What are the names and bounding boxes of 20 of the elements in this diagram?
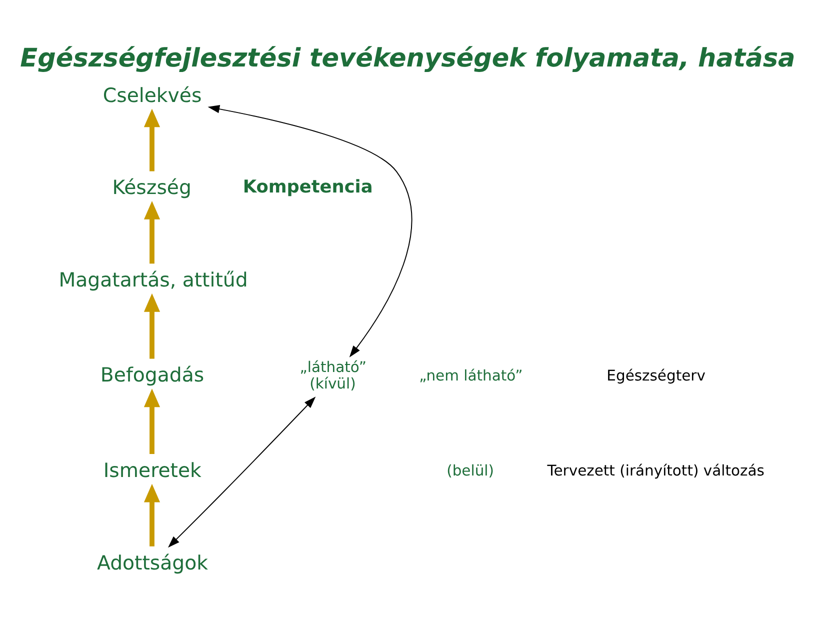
arrow — [208, 104, 412, 357]
node-text: Készség — [112, 176, 192, 199]
label: Egészségterv — [606, 366, 706, 384]
arrow — [144, 200, 160, 264]
node-text: Adottságok — [97, 550, 208, 574]
label: (belül) — [446, 462, 494, 480]
node-text: Cselekvés — [102, 83, 202, 106]
arrow — [144, 483, 160, 546]
label: Tervezett (irányított) változás — [547, 462, 764, 480]
label: „nem látható” — [419, 366, 523, 384]
diagram-title: Egészségfejlesztési tevékenységek folyamata, hatása — [20, 42, 796, 73]
node-text: Befogadás — [100, 363, 204, 386]
node-text: „látható” (kívül) — [300, 358, 367, 392]
node-text: Ismeretek — [103, 458, 202, 482]
arrow — [168, 396, 316, 548]
node-text: Magatartás, attitűd — [58, 268, 248, 291]
label: Kompetencia — [242, 177, 373, 198]
arrow — [144, 108, 160, 171]
arrow — [144, 388, 160, 454]
arrow — [144, 292, 160, 358]
